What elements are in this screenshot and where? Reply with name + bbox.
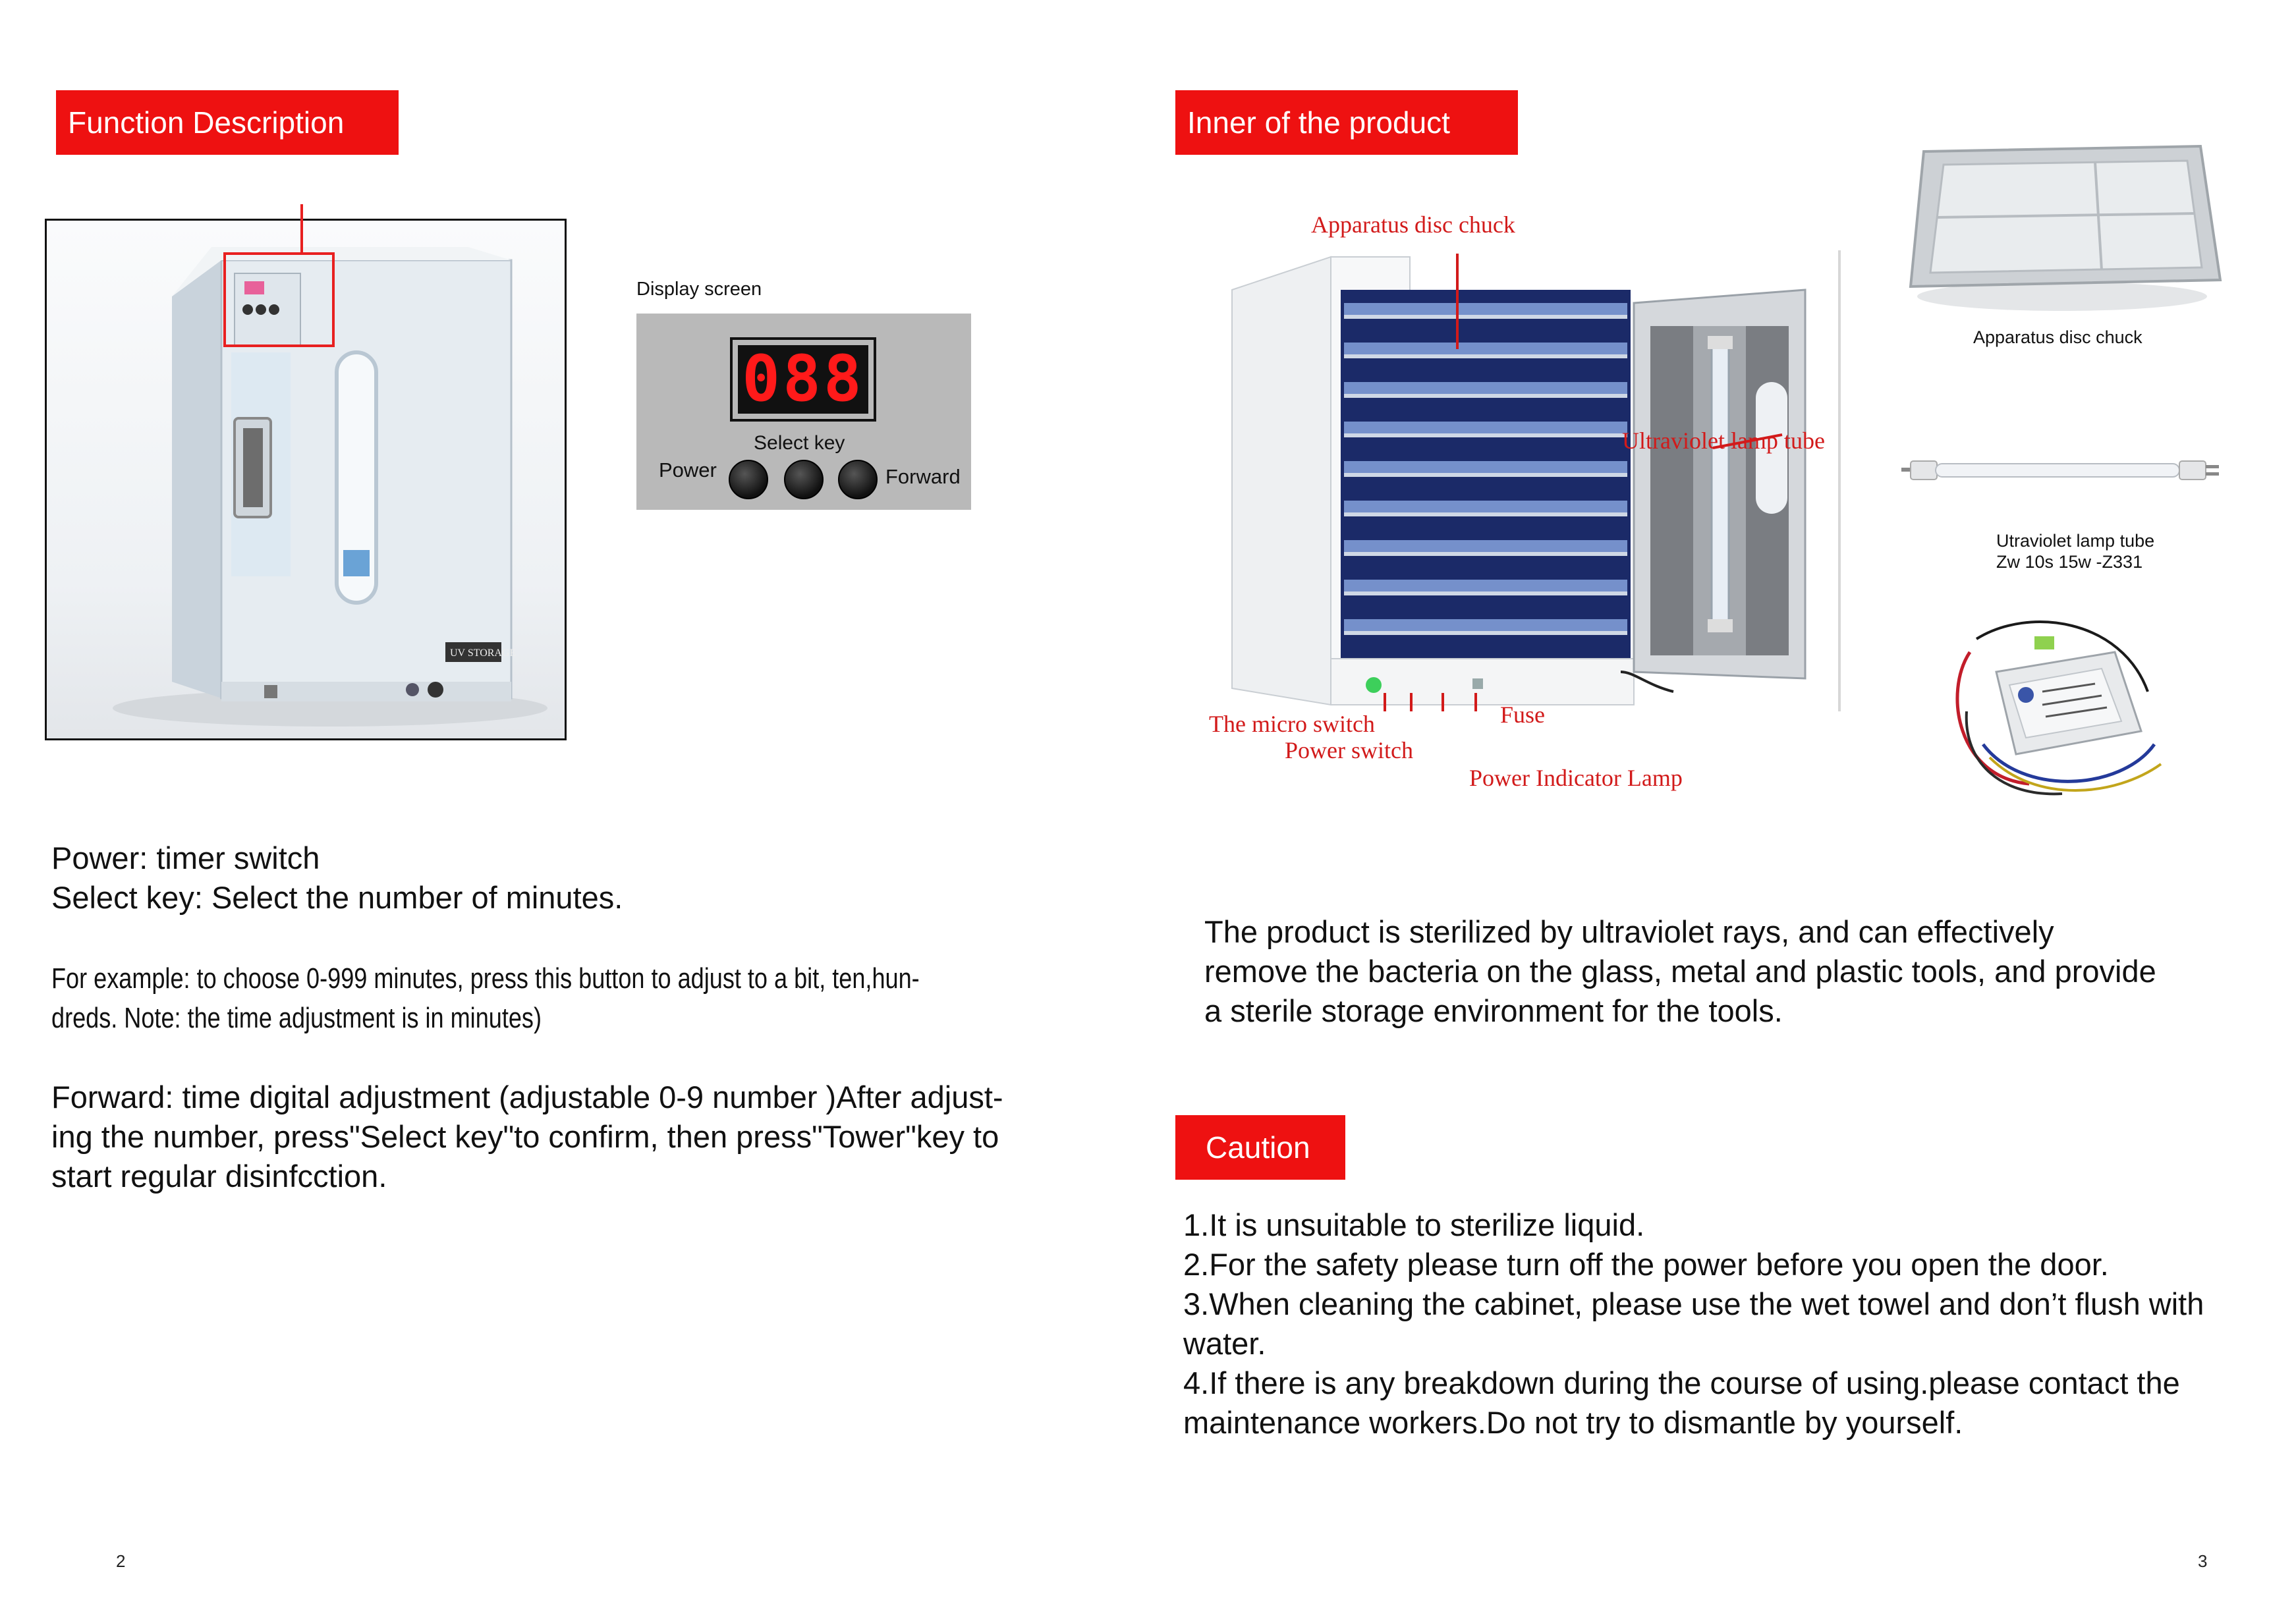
forward-line-3: start regular disinfcction. bbox=[51, 1159, 387, 1194]
example-line-2: dreds. Note: the time adjustment is in m… bbox=[51, 1002, 542, 1034]
power-line: Power: timer switch bbox=[51, 840, 320, 875]
caution-item-4-cont: maintenance workers.Do not try to disman… bbox=[1183, 1405, 1963, 1440]
page-number-right: 3 bbox=[2198, 1551, 2208, 1571]
power-label: Power bbox=[659, 458, 717, 481]
function-description-heading: Function Description bbox=[56, 90, 399, 155]
forward-line-1: Forward: time digital adjustment (adjust… bbox=[51, 1080, 1003, 1114]
inner-product-heading: Inner of the product bbox=[1175, 90, 1518, 155]
caution-item-4: 4.If there is any breakdown during the c… bbox=[1183, 1365, 2180, 1400]
lamp-caption-2: Zw 10s 15w -Z331 bbox=[1996, 552, 2143, 572]
select-button[interactable] bbox=[784, 460, 824, 499]
description-line-3: a sterile storage environment for the to… bbox=[1204, 993, 1783, 1028]
forward-label: Forward bbox=[885, 465, 961, 488]
select-key-label: Select key bbox=[754, 432, 845, 454]
open-cabinet-photo bbox=[1212, 250, 1858, 777]
divider-line bbox=[1838, 250, 1841, 711]
left-description: Power: timer switch Select key: Select t… bbox=[51, 839, 1079, 918]
display-screen-caption: Display screen bbox=[636, 279, 762, 300]
example-text: For example: to choose 0-999 minutes, pr… bbox=[51, 959, 1369, 1038]
select-line: Select key: Select the number of minutes… bbox=[51, 880, 623, 915]
description-line-2: remove the bacteria on the glass, metal … bbox=[1204, 954, 2156, 989]
caution-heading: Caution bbox=[1175, 1115, 1345, 1180]
lamp-caption-1: Utraviolet lamp tube bbox=[1996, 531, 2155, 551]
caution-item-3: 3.When cleaning the cabinet, please use … bbox=[1183, 1286, 2204, 1321]
forward-text: Forward: time digital adjustment (adjust… bbox=[51, 1078, 1106, 1196]
open-cabinet-illustration bbox=[1231, 254, 1806, 777]
cabinet-illustration: UV STORAGE bbox=[113, 247, 547, 727]
tray-illustration bbox=[1909, 144, 2222, 311]
digit-readout: 088 bbox=[742, 342, 864, 416]
callout-fuse: Fuse bbox=[1500, 701, 1546, 728]
page-number-left: 2 bbox=[116, 1551, 126, 1571]
ballast-illustration bbox=[1955, 620, 2162, 796]
ballast-photo bbox=[1950, 613, 2168, 804]
callout-disc-chuck: Apparatus disc chuck bbox=[1311, 211, 1515, 238]
caution-item-1: 1.It is unsuitable to sterilize liquid. bbox=[1183, 1207, 1645, 1242]
example-line-1: For example: to choose 0-999 minutes, pr… bbox=[51, 962, 920, 995]
caution-item-3-cont: water. bbox=[1183, 1326, 1266, 1361]
tray-caption: Apparatus disc chuck bbox=[1973, 327, 2142, 347]
caution-list: 1.It is unsuitable to sterilize liquid. … bbox=[1183, 1205, 2290, 1443]
forward-line-2: ing the number, press"Select key"to conf… bbox=[51, 1119, 999, 1154]
forward-button[interactable] bbox=[838, 460, 878, 499]
product-description: The product is sterilized by ultraviolet… bbox=[1204, 912, 2258, 1031]
description-line-1: The product is sterilized by ultraviolet… bbox=[1204, 914, 2054, 949]
display-panel: 088 Select key Power Forward bbox=[636, 314, 971, 510]
callout-power-switch: Power switch bbox=[1285, 737, 1413, 763]
caution-item-2: 2.For the safety please turn off the pow… bbox=[1183, 1247, 2109, 1282]
lamp-illustration bbox=[1901, 460, 2219, 480]
callout-micro-switch: The micro switch bbox=[1209, 711, 1375, 737]
digit-display: 088 bbox=[730, 337, 876, 422]
lamp-photo bbox=[1897, 448, 2227, 494]
cabinet-badge: UV STORAGE bbox=[450, 647, 516, 659]
callout-indicator: Power Indicator Lamp bbox=[1469, 765, 1683, 791]
callout-line bbox=[300, 204, 303, 254]
power-button[interactable] bbox=[729, 460, 768, 499]
cabinet-photo: UV STORAGE bbox=[45, 219, 567, 740]
callout-uv-lamp: Ultraviolet lamp tube bbox=[1622, 427, 1825, 454]
tray-photo bbox=[1897, 138, 2227, 323]
